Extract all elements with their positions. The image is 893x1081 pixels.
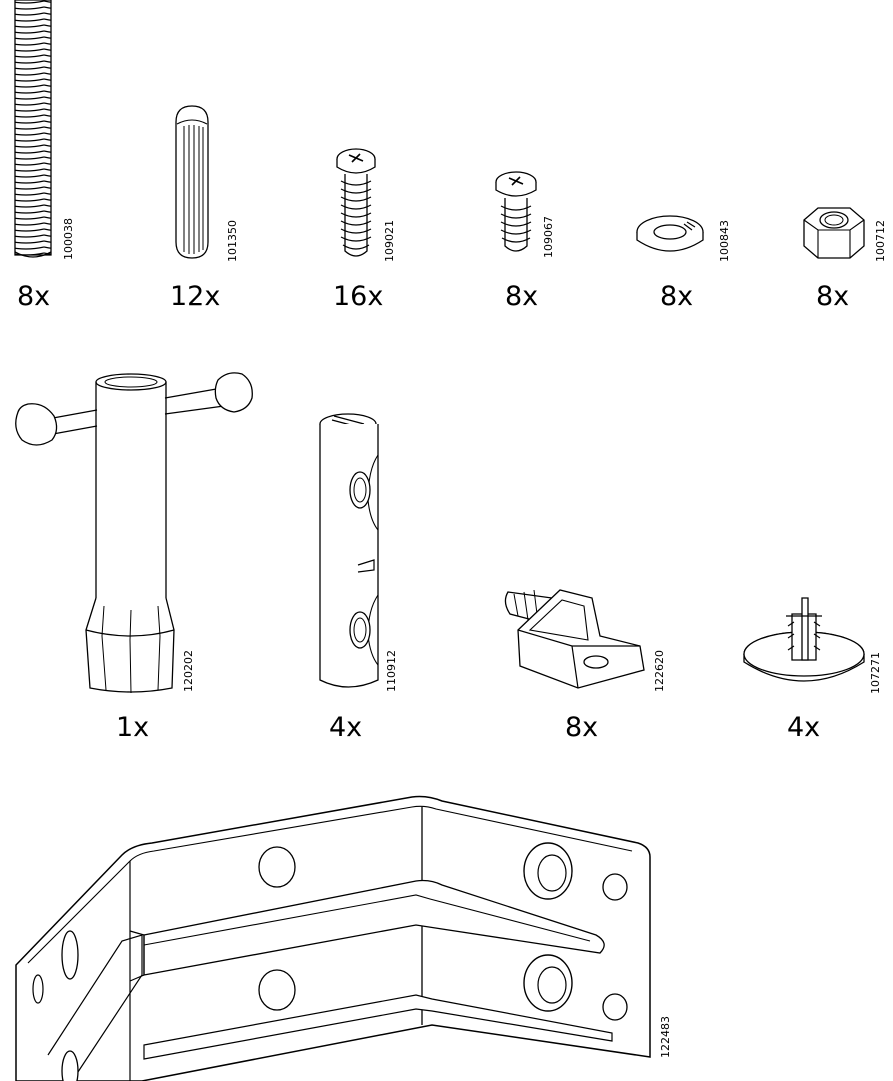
part-code-angle-bracket: 122483 — [659, 1016, 672, 1058]
t-wrench-icon — [12, 370, 258, 695]
part-qty-t-wrench: 1x — [116, 712, 150, 743]
part-code-plastic-foot: 107271 — [869, 652, 882, 694]
corner-bracket-block-icon — [500, 580, 648, 692]
long-screw-icon — [330, 147, 382, 262]
part-qty-corner-bracket-block: 8x — [565, 712, 599, 743]
part-code-corner-bracket-block: 122620 — [653, 650, 666, 692]
part-qty-short-screw: 8x — [505, 281, 539, 312]
part-qty-wood-dowel: 12x — [170, 281, 221, 312]
part-code-barrel-nut: 110912 — [385, 650, 398, 692]
wood-dowel-icon — [172, 104, 212, 260]
hex-nut-icon — [800, 204, 868, 262]
threaded-rod-icon — [8, 0, 58, 262]
part-qty-long-screw: 16x — [333, 281, 384, 312]
angle-bracket-icon — [12, 795, 662, 1081]
part-qty-threaded-rod: 8x — [17, 281, 51, 312]
part-code-spring-washer: 100843 — [718, 220, 731, 262]
part-code-threaded-rod: 100038 — [62, 218, 75, 260]
part-code-short-screw: 109067 — [542, 216, 555, 258]
part-code-long-screw: 109021 — [383, 220, 396, 262]
part-code-wood-dowel: 101350 — [226, 220, 239, 262]
part-qty-barrel-nut: 4x — [329, 712, 363, 743]
spring-washer-icon — [632, 212, 708, 260]
plastic-foot-icon — [742, 594, 866, 692]
short-screw-icon — [490, 170, 542, 260]
barrel-nut-icon — [318, 410, 384, 692]
part-qty-spring-washer: 8x — [660, 281, 694, 312]
part-qty-plastic-foot: 4x — [787, 712, 821, 743]
part-code-hex-nut: 100712 — [874, 220, 887, 262]
part-qty-hex-nut: 8x — [816, 281, 850, 312]
part-code-t-wrench: 120202 — [182, 650, 195, 692]
